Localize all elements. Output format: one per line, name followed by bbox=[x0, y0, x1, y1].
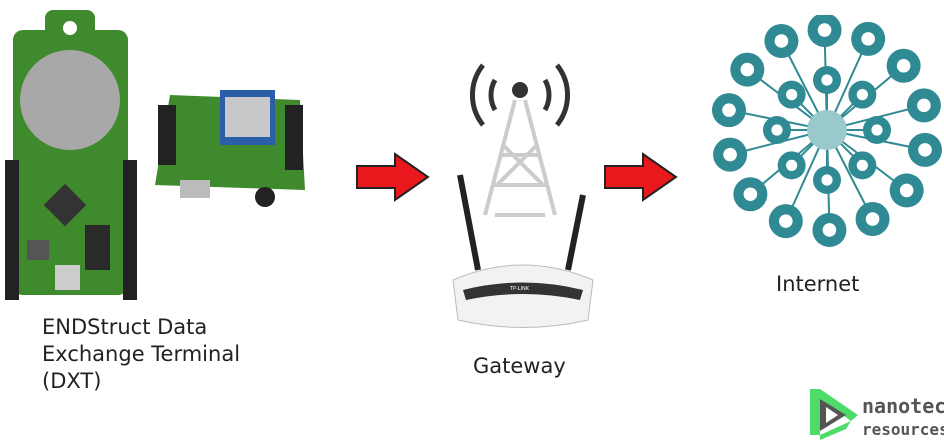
router-image: TP-LINK bbox=[452, 174, 594, 328]
dxt-label-line1: ENDStruct Data bbox=[42, 315, 208, 339]
dxt-label: ENDStruct Data Exchange Terminal (DXT) bbox=[42, 314, 240, 395]
dxt-board-image bbox=[5, 10, 137, 300]
nanotec-logo-icon bbox=[810, 389, 858, 440]
internet-icons-cluster bbox=[711, 15, 943, 247]
arrow-gateway-to-internet bbox=[604, 152, 678, 202]
dxt-label-line2: Exchange Terminal bbox=[42, 342, 241, 366]
radio-tower-icon bbox=[469, 63, 571, 217]
internet-label: Internet bbox=[776, 272, 860, 296]
arrow-dxt-to-gateway bbox=[356, 152, 430, 202]
dxt-label-line3: (DXT) bbox=[42, 369, 102, 393]
gateway-label: Gateway bbox=[473, 354, 566, 378]
globe-icon bbox=[807, 110, 847, 150]
logo-line1: nanotec bbox=[862, 394, 944, 418]
logo-line2: resources bbox=[862, 420, 944, 439]
router-brand: TP-LINK bbox=[509, 286, 530, 292]
wifi-module-board-image bbox=[155, 90, 305, 207]
